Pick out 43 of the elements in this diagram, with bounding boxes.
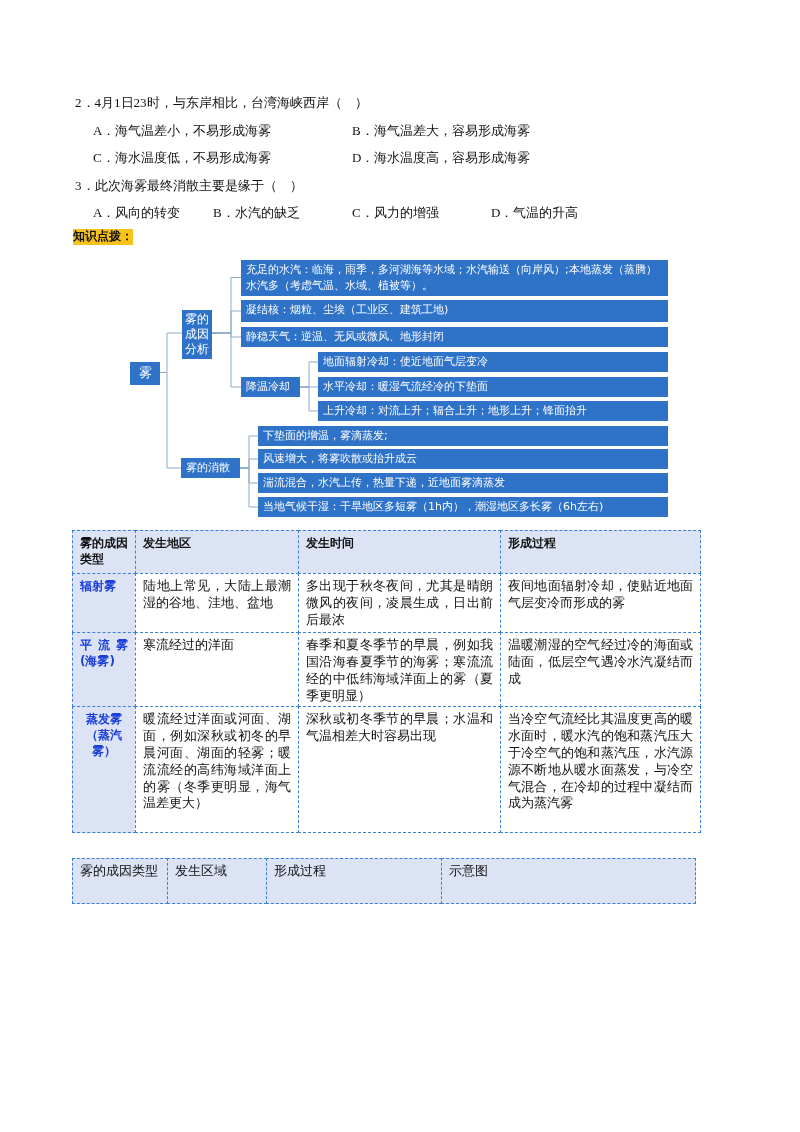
topic-box: 降温冷却 (241, 377, 300, 397)
answer-option: B．水汽的缺乏 (213, 205, 300, 222)
connector-line (299, 386, 319, 412)
answer-option: C．海水温度低，不易形成海雾 (93, 150, 271, 167)
topic-box: 风速增大，将雾吹散或抬升成云 (258, 449, 668, 469)
answer-option: A．风向的转变 (93, 205, 181, 222)
question-text: 3．此次海雾最终消散主要是缘于（ ） (75, 178, 303, 195)
header-cell: 发生时间 (298, 530, 501, 574)
connector-line (211, 332, 242, 388)
topic-box: 雾 (130, 362, 160, 385)
topic-box: 雾的消散 (181, 458, 240, 478)
topic-box: 充足的水汽：临海，雨季，多河湖海等水域；水汽输送（向岸风）;本地蒸发（蒸腾）水汽多（考虑气温、水域、植被等）。 (241, 260, 668, 296)
topic-box: 地面辐射冷却：使近地面气层变冷 (318, 352, 668, 372)
answer-option: A．海气温差小，不易形成海雾 (93, 123, 272, 140)
topic-box: 当地气候干湿：干旱地区多短雾（1h内），潮湿地区多长雾（6h左右) (258, 497, 668, 517)
question-text: 2．4月1日23时，与东岸相比，台湾海峡西岸（ ） (75, 95, 368, 112)
answer-option: C．风力的增强 (352, 205, 439, 222)
answer-option: D．气温的升高 (491, 205, 579, 222)
table-cell: 暖流经过洋面或河面、湖面，例如深秋或初冬的早晨河面、湖面的轻雾；暖流流经的高纬海域洋面上的雾（冬季更明显，海气温差更大） (135, 706, 299, 833)
header-cell: 形成过程 (266, 858, 442, 904)
table-cell: 夜间地面辐射冷却，使贴近地面气层变冷而形成的雾 (500, 573, 701, 633)
header-cell: 发生地区 (135, 530, 299, 574)
table-cell: 当冷空气流经比其温度更高的暖水面时，暖水汽的饱和蒸汽压大于冷空气的饱和蒸汽压，水汽源源不断地从暖水面蒸发，与冷空气混合，在冷却的过程中凝结而成为蒸汽雾 (500, 706, 701, 833)
topic-box: 水平冷却：暖湿气流经冷的下垫面 (318, 377, 668, 397)
answer-option: B．海气温差大，容易形成海雾 (352, 123, 530, 140)
section-heading: 知识点拨： (73, 229, 133, 245)
topic-box: 凝结核：烟粒、尘埃（工业区、建筑工地) (241, 300, 668, 322)
row-header-cell: 平流雾(海雾) (72, 632, 136, 707)
header-cell: 发生区域 (167, 858, 267, 904)
connector-line (239, 467, 259, 508)
topic-box: 下垫面的增温，雾滴蒸发; (258, 426, 668, 446)
row-header-cell: 辐射雾 (72, 573, 136, 633)
header-cell: 雾的成因类型 (72, 858, 168, 904)
header-cell: 雾的成因类型 (72, 530, 136, 574)
topic-box: 雾的成因分析 (182, 310, 212, 359)
header-cell: 示意图 (441, 858, 696, 904)
header-cell: 形成过程 (500, 530, 701, 574)
row-header-cell: 蒸发雾（蒸汽雾） (72, 706, 136, 833)
answer-option: D．海水温度高，容易形成海雾 (352, 150, 531, 167)
topic-box: 静稳天气：逆温、无风或微风、地形封闭 (241, 327, 668, 347)
table-cell: 陆地上常见，大陆上最潮湿的谷地、洼地、盆地 (135, 573, 299, 633)
topic-box: 湍流混合，水汽上传，热量下递，近地面雾滴蒸发 (258, 473, 668, 493)
topic-box: 上升冷却：对流上升；辐合上升；地形上升；锋面抬升 (318, 401, 668, 421)
